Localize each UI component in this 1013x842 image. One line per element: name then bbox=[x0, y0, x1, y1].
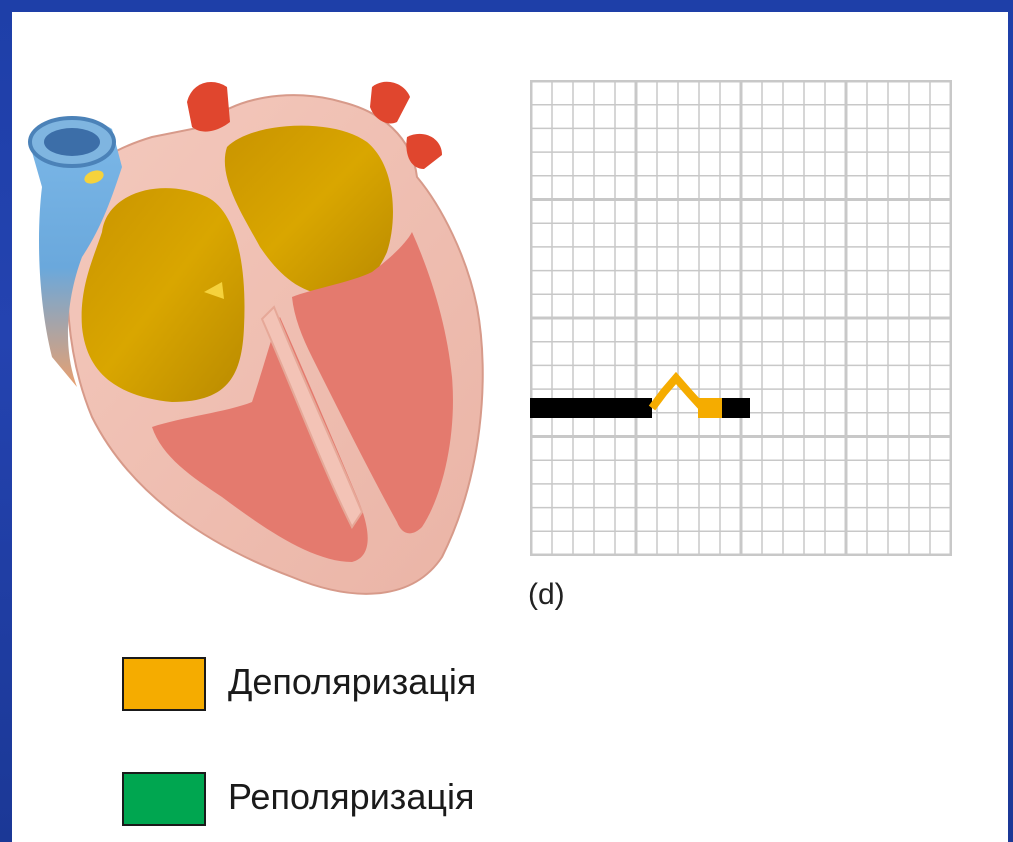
ecg-grid bbox=[530, 80, 952, 556]
panel-label: (d) bbox=[528, 578, 565, 612]
aorta bbox=[187, 82, 230, 132]
legend-label-depolarization: Деполяризація bbox=[228, 661, 476, 703]
legend-swatch-repolarization bbox=[122, 772, 206, 826]
slide: (d) Деполяризація Реполяризація bbox=[12, 12, 1008, 842]
legend-swatch-depolarization bbox=[122, 657, 206, 711]
heart-illustration bbox=[12, 57, 512, 617]
legend-label-repolarization: Реполяризація bbox=[228, 776, 474, 818]
